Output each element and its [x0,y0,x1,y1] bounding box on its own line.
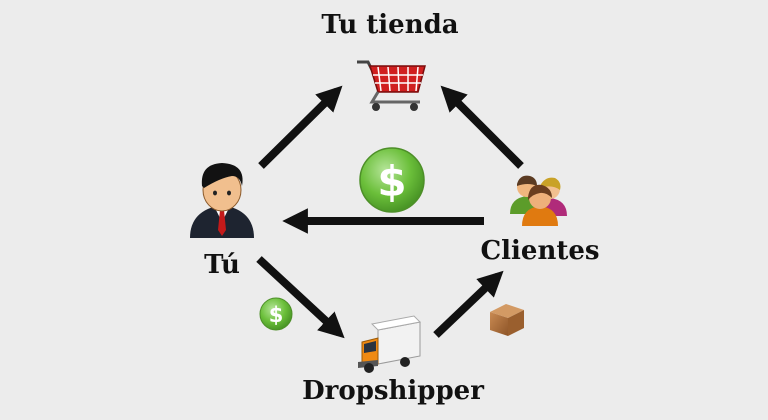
delivery-truck-icon [358,315,422,373]
svg-text:$: $ [377,157,406,206]
dollar-coin-large-icon: $ [359,147,425,213]
package-box-icon [490,304,524,336]
svg-text:$: $ [269,303,284,327]
dropshipper-label: Dropshipper [302,376,484,406]
businessman-icon [190,163,254,238]
customers-label: Clientes [480,236,600,266]
arrow-you-to-store [258,85,343,169]
customers-group-icon [510,175,567,226]
arrow-you-to-dropshipper [256,256,345,339]
you-label: Tú [204,250,240,280]
arrow-dropshipper-to-customers [433,270,504,338]
dollar-coin-small-icon: $ [259,297,293,331]
store-label: Tu tienda [321,10,459,40]
shopping-cart-icon [357,60,426,111]
arrow-customers-to-store [440,85,524,169]
